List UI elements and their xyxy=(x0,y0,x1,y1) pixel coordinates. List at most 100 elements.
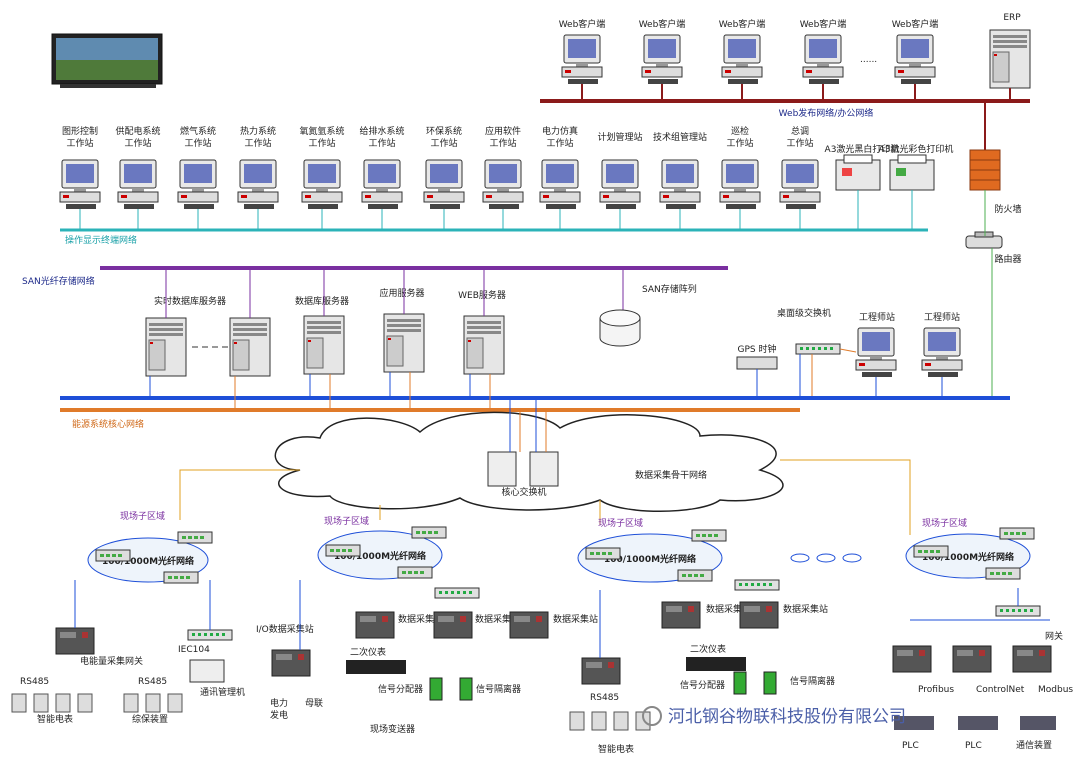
web-client-pc xyxy=(894,34,936,85)
router-icon xyxy=(965,231,1003,249)
workstation-label: 工作站 xyxy=(184,137,211,149)
power-label: 电力 xyxy=(270,697,288,709)
meter-gateway-icon xyxy=(55,627,95,655)
web-client-pc xyxy=(802,34,844,85)
gateway-label: 网关 xyxy=(1045,630,1063,642)
workstation-pc xyxy=(59,159,101,210)
transmitter-label: 现场变送器 xyxy=(370,723,415,735)
zone-label: 现场子区域 xyxy=(922,517,967,529)
workstation-pc xyxy=(779,159,821,210)
workstation-label: 工作站 xyxy=(430,137,457,149)
desk-switch-label: 桌面级交换机 xyxy=(777,307,831,319)
ring-switch-icon xyxy=(397,566,433,579)
san-array-label: SAN存储阵列 xyxy=(642,283,697,295)
workstation-label: 工作站 xyxy=(124,137,151,149)
data-station-icon xyxy=(355,611,395,639)
workstation-label: 应用软件 xyxy=(485,125,521,137)
workstation-label: 图形控制 xyxy=(62,125,98,137)
controlnet-label: ControlNet xyxy=(976,685,1025,695)
data-station-icon xyxy=(661,601,701,629)
core-network-label: 能源系统核心网络 xyxy=(72,418,144,430)
ring-switch-icon xyxy=(585,547,621,560)
gps-clock-icon xyxy=(736,356,778,370)
web-client-label: Web客户端 xyxy=(639,18,686,30)
power-label: 发电 xyxy=(270,709,288,721)
workstation-label: 工作站 xyxy=(66,137,93,149)
wechat-icon xyxy=(642,706,662,726)
web-server-label: WEB服务器 xyxy=(458,289,506,301)
plc-label: PLC xyxy=(902,741,919,751)
router-label: 路由器 xyxy=(994,253,1021,265)
comm-device-label: 通信装置 xyxy=(1016,739,1052,751)
engineer-label: 工程师站 xyxy=(924,311,960,323)
printer-label: A3激光彩色打印机 xyxy=(879,143,954,155)
engineer-label: 工程师站 xyxy=(859,311,895,323)
web-server xyxy=(463,315,505,375)
erp-label: ERP xyxy=(1003,13,1021,23)
web-client-pc xyxy=(561,34,603,85)
workstation-pc xyxy=(539,159,581,210)
display-screen xyxy=(51,33,163,88)
zone-link xyxy=(179,469,300,520)
workstation-pc xyxy=(361,159,403,210)
ring-switch-icon xyxy=(163,571,199,584)
comm-device-icon xyxy=(1020,716,1056,730)
operator-network-label: 操作显示终端网络 xyxy=(65,234,137,246)
erp-server xyxy=(989,29,1031,89)
desk-switch-icon xyxy=(795,343,841,355)
iec104-label: IEC104 xyxy=(178,645,210,655)
watermark-text: 河北钢谷物联科技股份有限公司 xyxy=(668,707,906,727)
core-switch-icon xyxy=(487,451,559,487)
firewall-label: 防火墙 xyxy=(994,203,1021,215)
isolator-label: 信号隔离器 xyxy=(476,683,521,695)
field-zones: 100/1000M光纤网络现场子区域100/1000M光纤网络现场子区域100/… xyxy=(87,510,1035,584)
comm-manager-icon xyxy=(189,659,225,683)
realtime-server-2 xyxy=(229,317,271,377)
workstation-label: 氧氮氩系统 xyxy=(299,125,344,137)
data-station-label: 数据采集站 xyxy=(553,613,598,625)
zone2-hub xyxy=(434,587,480,599)
web-client-label: Web客户端 xyxy=(559,18,606,30)
workstation-label: 工作站 xyxy=(726,137,753,149)
rs485-label: RS485 xyxy=(20,677,49,687)
web-client-label: Web客户端 xyxy=(800,18,847,30)
workstation-pc xyxy=(301,159,343,210)
workstation-pc xyxy=(237,159,279,210)
ring-switch-icon xyxy=(95,549,131,562)
ring-switch-icon xyxy=(677,569,713,582)
zone-label: 现场子区域 xyxy=(120,510,165,522)
workstation-label: 技术组管理站 xyxy=(653,131,707,143)
ring-switch-icon xyxy=(177,531,213,544)
backbone-label: 数据采集骨干网络 xyxy=(635,469,707,481)
zone3-hub xyxy=(734,579,780,591)
workstation-label: 工作站 xyxy=(308,137,335,149)
workstation-label: 工作站 xyxy=(368,137,395,149)
secondary-label: 二次仪表 xyxy=(350,646,386,658)
ring-switch-icon xyxy=(913,545,949,558)
workstation-label: 工作站 xyxy=(244,137,271,149)
zone3-device-icon xyxy=(581,657,621,685)
protection-label: 综保装置 xyxy=(132,713,168,725)
data-station-icon xyxy=(433,611,473,639)
san-array-icon xyxy=(599,309,641,347)
gps-label: GPS 时钟 xyxy=(738,343,777,355)
workstation-label: 总调 xyxy=(791,125,809,137)
distributor-label: 信号分配器 xyxy=(680,679,725,691)
workstation-label: 电力仿真 xyxy=(542,125,578,137)
backbone-cloud xyxy=(274,411,784,512)
app-server-label: 应用服务器 xyxy=(379,287,424,299)
workstation-label: 热力系统 xyxy=(240,125,276,137)
fiber-ring xyxy=(87,537,209,583)
workstation-pc xyxy=(719,159,761,210)
web-client-label: Web客户端 xyxy=(892,18,939,30)
data-station-label: 数据采集站 xyxy=(475,613,520,625)
workstation-label: 工作站 xyxy=(489,137,516,149)
rs485-label: RS485 xyxy=(590,693,619,703)
ring-switch-icon xyxy=(691,529,727,542)
plc-icon xyxy=(958,716,998,730)
zone-label: 现场子区域 xyxy=(598,517,643,529)
workstation-pc xyxy=(177,159,219,210)
data-station-icon xyxy=(739,601,779,629)
workstation-label: 给排水系统 xyxy=(359,125,404,137)
power-label: 母联 xyxy=(305,698,323,709)
